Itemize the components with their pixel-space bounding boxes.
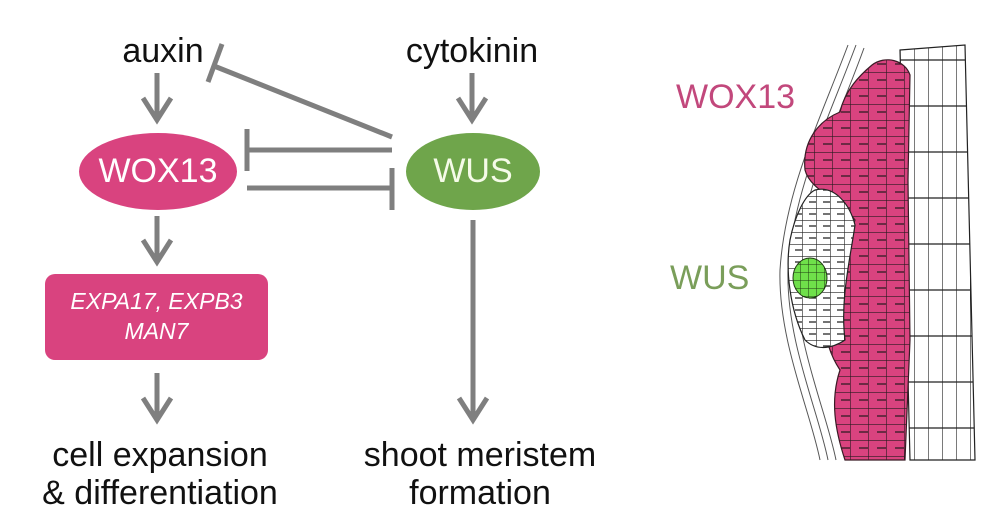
arrow-wus-to-shoot-meristem [456,220,490,425]
stem-cells [899,44,976,461]
outcome-left-line2: & differentiation [42,474,278,512]
target-genes-line2: MAN7 [124,318,189,344]
outcome-left-line1: cell expansion [52,436,268,474]
inhibition-wus-to-auxin [205,43,393,140]
outcome-right: shoot meristem formation [320,436,640,512]
cytokinin-label: cytokinin [405,32,539,70]
arrow-cytokinin-to-wus [455,73,489,125]
wox13-illustration-label: WOX13 [676,78,796,116]
wus-node-label: WUS [433,152,513,190]
arrow-auxin-to-wox13 [140,73,174,125]
target-genes-box: EXPA17, EXPB3 MAN7 [45,274,268,360]
arrow-targets-to-cell-expansion [140,373,174,425]
wox13-node-label: WOX13 [98,152,218,190]
outcome-right-line1: shoot meristem [363,436,597,474]
target-genes-line1: EXPA17, EXPB3 [70,288,243,315]
auxin-label: auxin [122,32,204,70]
wus-node: WUS [406,133,540,210]
wus-illustration-label: WUS [670,259,750,297]
inhibition-wus-to-wox13 [244,129,392,171]
meristem-illustration [779,44,976,461]
inhibition-wox13-to-wus [247,168,395,210]
outcome-left: cell expansion & differentiation [0,436,320,512]
arrow-wox13-to-targets [140,216,174,267]
outcome-right-line2: formation [409,474,551,512]
wus-expression-region [792,257,828,299]
wox13-node: WOX13 [79,133,237,210]
